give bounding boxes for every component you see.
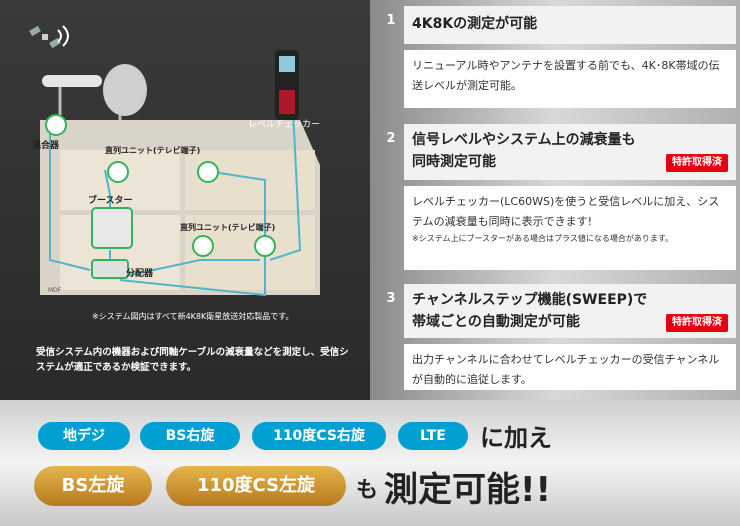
feature-title-line2: 帯域ごとの自動測定が可能 特許取得済 — [412, 311, 728, 333]
pill-110cs-left: 110度CS左旋 — [166, 466, 346, 506]
satellite-icon — [29, 25, 69, 49]
feature-number: 1 — [386, 13, 396, 28]
antenna-icon — [42, 64, 147, 120]
mixer-label: 混合器 — [32, 139, 60, 151]
unit-label-mid: 直列ユニット(テレビ端子) — [180, 222, 275, 232]
feature-title-line2-text: 同時測定可能 — [412, 154, 496, 170]
bottom-banner: 地デジ BS右旋 110度CS右旋 LTE に加え BS左旋 110度CS左旋 … — [0, 400, 740, 526]
splitter-icon — [91, 259, 129, 279]
feature-number: 2 — [386, 131, 396, 146]
outlet-icon-mid-right — [254, 235, 276, 257]
feature-title-line2: 同時測定可能 特許取得済 — [412, 151, 728, 173]
feature-body: リニューアル時やアンテナを設置する前でも、4K･8K帯域の伝送レベルが測定可能。 — [404, 50, 736, 108]
feature-number: 3 — [386, 291, 396, 306]
booster-icon — [91, 207, 133, 249]
feature-body: レベルチェッカー(LC60WS)を使うと受信レベルに加え、システムの減衰量も同時… — [404, 186, 736, 270]
pill-chideji: 地デジ — [38, 422, 130, 450]
feature-2: 2 信号レベルやシステム上の減衰量も 同時測定可能 特許取得済 レベルチェッカー… — [380, 124, 736, 274]
unit-label-top: 直列ユニット(テレビ端子) — [105, 145, 200, 155]
diagram-note: ※システム図内はすべて新4K8K衛星放送対応製品です。 — [92, 312, 294, 321]
booster-label: ブースター — [88, 194, 133, 206]
outlet-icon-mid-left — [192, 235, 214, 257]
diagram-description: 受信システム内の機器および同軸ケーブルの減衰量などを測定し、受信システムが適正で… — [36, 347, 349, 373]
patent-badge: 特許取得済 — [666, 154, 728, 172]
feature-title-line2-text: 帯域ごとの自動測定が可能 — [412, 314, 580, 330]
pill-lte: LTE — [398, 422, 468, 450]
feature-3: 3 チャンネルステップ機能(SWEEP)で 帯域ごとの自動測定が可能 特許取得済… — [380, 284, 736, 394]
pill-bs-left: BS左旋 — [34, 466, 152, 506]
feature-1: 1 4K8Kの測定が可能 リニューアル時やアンテナを設置する前でも、4K･8K帯… — [380, 6, 736, 116]
outlet-icon-top-right — [197, 161, 219, 183]
feature-title-line1: 信号レベルやシステム上の減衰量も — [412, 132, 636, 148]
system-diagram: レベルチェッカー 混合器 直列ユニット(テレビ端子) ブースター 直列ユニット(… — [29, 25, 320, 297]
patent-badge: 特許取得済 — [666, 314, 728, 332]
feature-body: 出力チャンネルに合わせてレベルチェッカーの受信チャンネルが自動的に追従します。 — [404, 344, 736, 390]
level-checker-icon — [275, 50, 299, 120]
feature-title: 信号レベルやシステム上の減衰量も 同時測定可能 特許取得済 — [404, 124, 736, 180]
outlet-icon-top-left — [107, 161, 129, 183]
level-checker-label: レベルチェッカー — [248, 119, 320, 130]
splitter-label: 分配器 — [126, 267, 154, 279]
feature-title-line1: チャンネルステップ機能(SWEEP)で — [412, 292, 648, 308]
mixer-icon — [45, 114, 67, 136]
text-mo: も — [356, 478, 379, 503]
mdf-label: MDF — [48, 287, 62, 294]
features-panel: 1 4K8Kの測定が可能 リニューアル時やアンテナを設置する前でも、4K･8K帯… — [370, 0, 740, 400]
pill-bs-right: BS右旋 — [140, 422, 240, 450]
feature-body-text: レベルチェッカー(LC60WS)を使うと受信レベルに加え、システムの減衰量も同時… — [412, 195, 720, 228]
feature-title: 4K8Kの測定が可能 — [404, 6, 736, 44]
text-ni-kuwae: に加え — [480, 424, 552, 452]
diagram-panel: レベルチェッカー 混合器 直列ユニット(テレビ端子) ブースター 直列ユニット(… — [0, 0, 370, 400]
feature-body-note: ※システム上にブースターがある場合はプラス値になる場合があります。 — [412, 234, 674, 243]
feature-title-text: 4K8Kの測定が可能 — [412, 16, 538, 32]
text-sokutei-kanou: 測定可能!! — [384, 470, 552, 510]
feature-title: チャンネルステップ機能(SWEEP)で 帯域ごとの自動測定が可能 特許取得済 — [404, 284, 736, 338]
pill-110cs-right: 110度CS右旋 — [252, 422, 386, 450]
